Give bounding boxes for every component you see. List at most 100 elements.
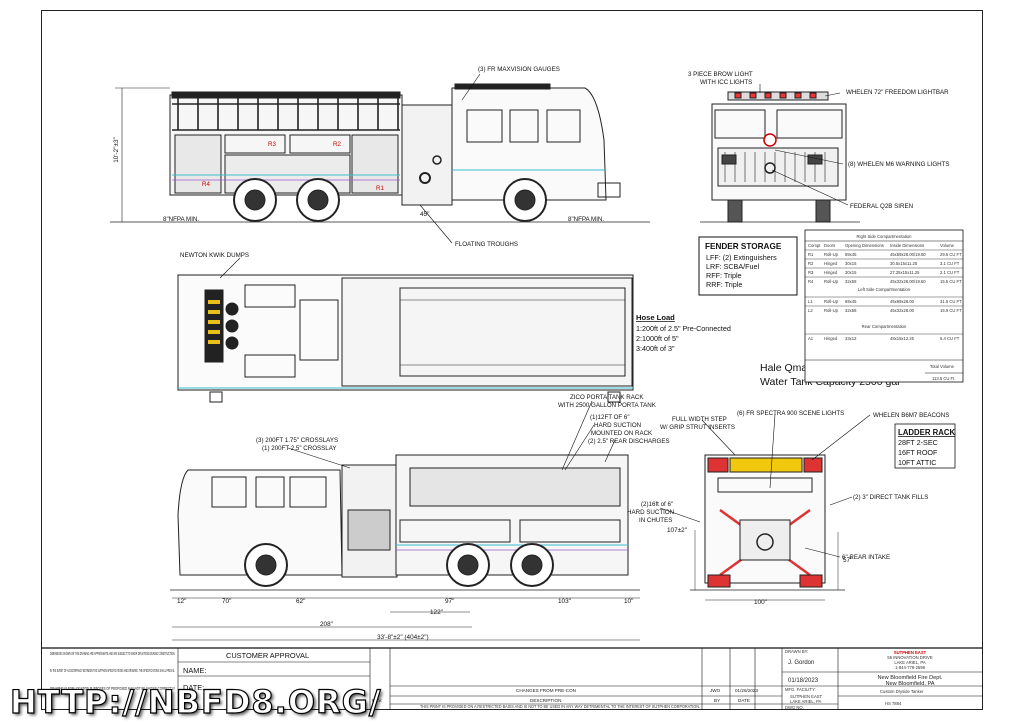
- callout-nfpa-left: 8"NFPA MIN.: [163, 216, 199, 223]
- dim-width: 100": [754, 599, 767, 606]
- changes-label: CHANGES FROM PRE-CON: [516, 688, 576, 693]
- dim-107: 107±2": [667, 527, 687, 534]
- hose-load-title: Hose Load: [636, 313, 675, 322]
- hs-number: HS 7884: [885, 701, 902, 706]
- callout-brow-light: 3 PIECE BROW LIGHT: [688, 71, 753, 78]
- table-cell: A1: [808, 336, 814, 341]
- ladder-rack-title: LADDER RACK: [898, 428, 956, 437]
- company-city: LAKE ARIEL, PA: [894, 660, 926, 665]
- table-cell: Roll-Up: [824, 279, 839, 284]
- dwg-label: DWG NO.: [785, 705, 804, 710]
- table-cell: R3: [808, 270, 814, 275]
- table-cell: 33x12: [845, 336, 857, 341]
- note-location: DRAWING IS FOR LOCATION PURPOSES OF PROP…: [50, 686, 175, 691]
- callout-hard-suction: (1)12FT OF 6": [590, 414, 630, 421]
- callout-chutes-3: IN CHUTES: [639, 517, 672, 524]
- callout-hard-suction-3: MOUNTED ON RACK: [591, 430, 653, 437]
- hose-load-item: 1:200ft of 2.5" Pre-Connected: [636, 324, 731, 333]
- fender-storage-box: FENDER STORAGE LFF: (2) Extinguishers LR…: [698, 236, 798, 296]
- col-opening: Opening Dimensions: [845, 243, 884, 248]
- callout-full-width-step-2: W/ GRIP STRUT INSERTS: [660, 424, 735, 431]
- product-name: Custom Dryside Tanker: [880, 689, 924, 694]
- table-cell: 69x45: [845, 252, 857, 257]
- table-cell: 15.9 CU FT: [940, 308, 962, 313]
- hose-load-item: 3:400ft of 3": [636, 344, 675, 353]
- table-cell: 5.4 CU FT: [940, 336, 960, 341]
- table-cell: 31.5 CU FT: [940, 299, 962, 304]
- table-cell: 30x15: [845, 270, 857, 275]
- table-cell: 45x69x26.00: [890, 299, 915, 304]
- drawing-sheet: [41, 10, 983, 710]
- total-volume-value: 113.5 CU Ft: [932, 376, 955, 381]
- dim-70: 70": [222, 598, 231, 605]
- left-side-title: Left Side Compartmentation: [858, 287, 911, 292]
- name-label: NAME:: [183, 666, 206, 675]
- callout-m6-lights: (8) WHELEN M6 WARNING LIGHTS: [848, 161, 950, 168]
- truck-side-view-right: R3 R2 R4 R1: [110, 83, 650, 223]
- rear-title: Rear Compartmentation: [862, 324, 907, 329]
- fender-item: RRF: Triple: [706, 280, 742, 289]
- leader-lines: [219, 73, 871, 558]
- customer-approval: CUSTOMER APPROVAL: [226, 651, 309, 660]
- callout-zico-rack-2: WITH 2500 GALLON PORTA TANK: [558, 402, 657, 409]
- table-cell: Hinged: [824, 336, 838, 341]
- ladder-rack-box: LADDER RACK 28FT 2-SEC 16FT ROOF 10FT AT…: [894, 423, 956, 469]
- svg-text:R3: R3: [268, 141, 276, 148]
- table-cell: 45x32x26.00/19.50: [890, 279, 926, 284]
- truck-rear-view: [690, 454, 845, 601]
- table-cell: 32x58: [845, 279, 857, 284]
- note-dimensions: DIMENSIONS SHOWN ON THIS DRAWING ARE APP…: [50, 651, 175, 656]
- table-cell: 27.25x15x11.25: [890, 270, 920, 275]
- col-compt: Compt: [808, 243, 821, 248]
- title-block: [41, 647, 983, 710]
- callout-hard-suction-2: HARD SUCTION: [594, 422, 641, 429]
- drawn-by-label: DRAWN BY:: [785, 649, 808, 654]
- title-block-text: DIMENSIONS SHOWN ON THIS DRAWING ARE APP…: [50, 649, 943, 710]
- callout-brow-light-2: WITH ICC LIGHTS: [700, 79, 752, 86]
- callout-b6m7: WHELEN B6M7 BEACONS: [873, 412, 949, 419]
- table-cell: 45x69x26.00/19.50: [890, 252, 926, 257]
- callout-lightbar: WHELEN 72" FREEDOM LIGHTBAR: [846, 89, 949, 96]
- callouts: (3) FR MAXVISION GAUGES 3 PIECE BROW LIG…: [163, 66, 950, 561]
- dim-10: 10": [624, 598, 633, 605]
- table-cell: Roll-Up: [824, 308, 839, 313]
- truck-side-view-left: [170, 454, 640, 641]
- table-cell: L1: [808, 299, 813, 304]
- right-side-header: Compt Doors Opening Dimensions Inside Di…: [808, 243, 955, 248]
- by-label: BY: [714, 698, 720, 703]
- mfg-line1: SUTPHEN EAST: [790, 694, 823, 699]
- dim-208: 208": [320, 621, 333, 628]
- table-cell: 2.1 CU FT: [940, 270, 960, 275]
- right-side-title: Right Side Compartmentation: [857, 234, 913, 239]
- date-col-label: DATE: [738, 698, 750, 703]
- table-cell: 32x58: [845, 308, 857, 313]
- company-name: SUTPHEN EAST: [894, 650, 927, 655]
- table-cell: Hinged: [824, 270, 838, 275]
- dim-97: 97": [445, 598, 454, 605]
- table-cell: 69x45: [845, 299, 857, 304]
- ladder-item: 28FT 2-SEC: [898, 438, 938, 447]
- compartment-table: Right Side Compartmentation Compt Doors …: [804, 229, 964, 383]
- customer-location: New Bloomfield, PA: [885, 681, 934, 687]
- note-discrepancy: IN THE EVENT OF A DISCREPANCY BETWEEN TH…: [50, 668, 175, 673]
- table-cell: R2: [808, 261, 814, 266]
- table-cell: Roll-Up: [824, 299, 839, 304]
- drawing-date: 01/18/2023: [788, 678, 819, 684]
- jwo-value: JWO: [710, 688, 721, 693]
- callout-zico-rack: ZICO PORTA TANK RACK: [570, 394, 644, 401]
- jwo-date: 01/26/2023: [735, 688, 758, 693]
- table-cell: 30.5x15x11.25: [890, 261, 918, 266]
- dim-height: 10'-2"±3": [113, 137, 120, 163]
- svg-text:R4: R4: [202, 181, 210, 188]
- dimension-labels: 10'-2"±3" 45" 107±2" 57" 12" 70" 62" 97"…: [113, 137, 852, 641]
- col-volume: Volume: [940, 243, 955, 248]
- svg-text:R1: R1: [376, 185, 384, 192]
- hose-load-item: 2:1000ft of 5": [636, 334, 679, 343]
- callout-floating-troughs: FLOATING TROUGHS: [455, 241, 518, 248]
- mfg-label: MFG. FACILITY:: [785, 687, 816, 692]
- fender-item: LFF: (2) Extinguishers: [706, 253, 777, 262]
- table-cell: Hinged: [824, 261, 838, 266]
- rev-label: REV.: [372, 698, 382, 703]
